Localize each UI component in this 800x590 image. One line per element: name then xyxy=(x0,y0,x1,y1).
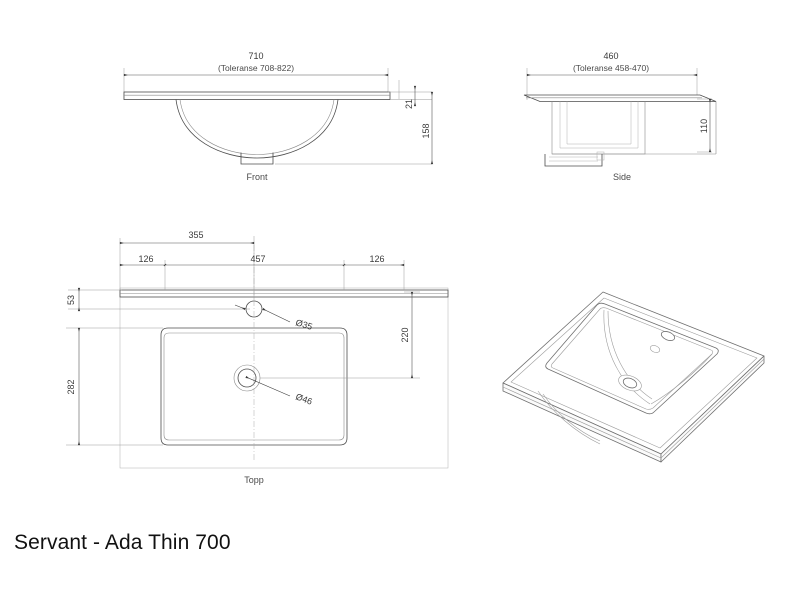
iso-bowl-curve-right xyxy=(650,353,713,405)
side-bowl-section-inner xyxy=(559,101,639,149)
iso-top-surface xyxy=(502,291,765,455)
front-waste-boss xyxy=(240,152,274,165)
iso-tap-hole xyxy=(660,331,676,341)
iso-bowl-curve-left2 xyxy=(607,310,653,400)
page-title: Servant - Ada Thin 700 xyxy=(14,531,231,554)
iso-waste-hole-inner xyxy=(622,377,638,389)
iso-bowl-rim-inner xyxy=(550,307,714,410)
top-bowl-inner-outline xyxy=(163,332,345,441)
iso-underside-curve2 xyxy=(542,393,601,442)
top-tap-hole-diameter-value: Ø35 xyxy=(294,317,313,332)
iso-tap-hole-detail xyxy=(649,345,661,353)
iso-underside-curve xyxy=(537,390,601,445)
top-dim-53-value: 53 xyxy=(66,295,76,305)
top-view-label: Topp xyxy=(244,475,264,485)
side-waste-boss xyxy=(544,154,603,167)
top-tap-hole-leader-2 xyxy=(234,304,246,311)
top-tap-hole-leader xyxy=(262,307,291,323)
isometric-view xyxy=(502,291,765,463)
top-dim-126-right-value: 126 xyxy=(369,254,384,264)
top-dim-220-value: 220 xyxy=(400,327,410,342)
top-dim-457-value: 457 xyxy=(250,254,265,264)
front-thickness-value: 21 xyxy=(404,99,414,109)
top-waste-hole-inner xyxy=(237,368,257,388)
front-total-height-value: 158 xyxy=(421,123,431,138)
top-waste-hole-diameter-value: Ø46 xyxy=(294,391,313,406)
top-dim-355-value: 355 xyxy=(188,230,203,240)
front-view-label: Front xyxy=(246,172,268,182)
side-depth-value: 460 xyxy=(603,51,618,61)
side-height-value: 110 xyxy=(699,119,709,133)
side-overflow-detail xyxy=(596,151,605,161)
top-view: 355 126 457 126 53 282 220 Ø35 Ø46 Topp xyxy=(66,230,449,485)
top-bowl-outline xyxy=(160,327,348,446)
front-width-tolerance: (Toleranse 708-822) xyxy=(218,63,294,73)
side-view: 460 (Toleranse 458-470) 110 Side xyxy=(523,51,717,182)
top-waste-hole-leader xyxy=(245,375,291,397)
front-slab-top xyxy=(123,91,391,100)
top-slab-outline xyxy=(119,287,449,469)
front-width-value: 710 xyxy=(248,51,263,61)
front-view: 710 (Toleranse 708-822) 21 158 Front xyxy=(123,51,434,182)
top-dim-126-left-value: 126 xyxy=(138,254,153,264)
front-bowl-outer xyxy=(175,99,339,159)
iso-inner-rim xyxy=(510,297,758,449)
front-bowl-inner xyxy=(179,99,335,155)
iso-bowl-curve-left xyxy=(603,309,651,405)
iso-right-edge-face xyxy=(660,355,765,463)
iso-bowl-rim xyxy=(545,302,719,415)
iso-edge-groove xyxy=(502,358,765,459)
top-dim-282-value: 282 xyxy=(66,379,76,394)
side-bowl-section-inner2 xyxy=(566,101,632,145)
side-view-label: Side xyxy=(613,172,631,182)
side-depth-tolerance: (Toleranse 458-470) xyxy=(573,63,649,73)
side-slab-profile xyxy=(523,94,717,102)
